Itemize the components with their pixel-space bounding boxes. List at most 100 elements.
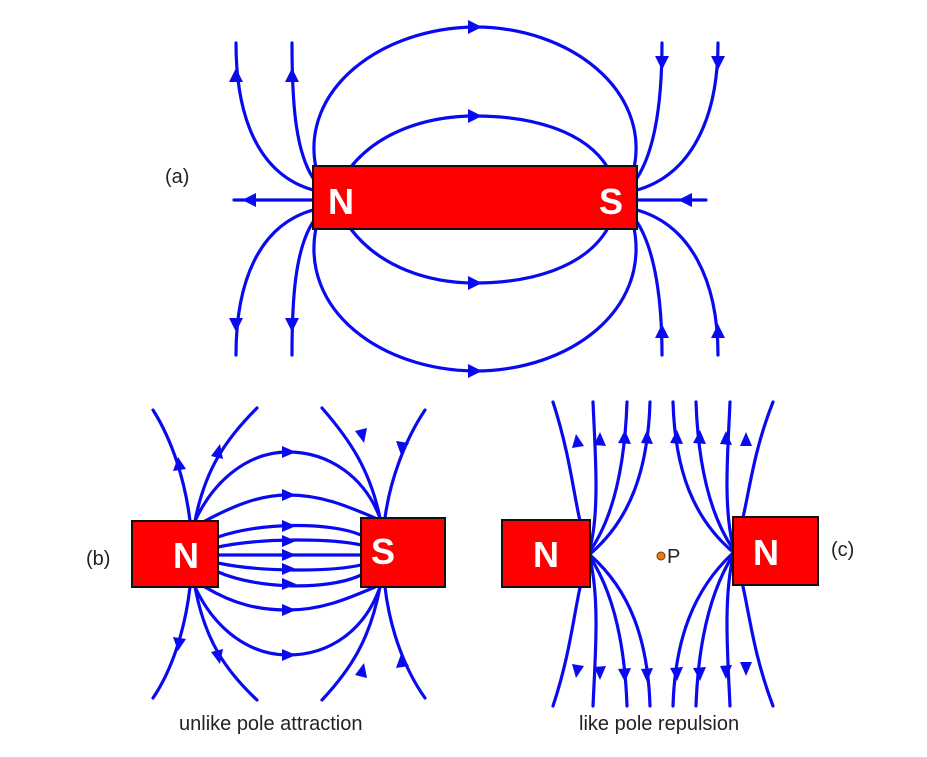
arrow-c-r-6 bbox=[720, 665, 732, 679]
field-line-c-r-8 bbox=[671, 551, 735, 708]
caption-unlike-pole-attraction: unlike pole attraction bbox=[179, 713, 362, 735]
arrow-b-6 bbox=[282, 563, 296, 575]
magnet-b-right bbox=[360, 517, 446, 588]
arrow-outer-bottom bbox=[468, 364, 482, 378]
arrow-b-n-2 bbox=[211, 444, 223, 459]
arrow-b-n-4 bbox=[211, 649, 223, 664]
field-line-c-l-4 bbox=[588, 400, 652, 556]
pole-label-s: S bbox=[599, 181, 623, 222]
panel-b-label: (b) bbox=[86, 548, 110, 570]
magnet-c-right bbox=[732, 516, 819, 586]
caption-like-pole-repulsion: like pole repulsion bbox=[579, 713, 739, 735]
arrow-right-down-1 bbox=[711, 56, 725, 70]
arrow-b-n-3 bbox=[173, 637, 186, 651]
arrow-right-down-2 bbox=[655, 56, 669, 70]
arrow-b-7 bbox=[282, 578, 296, 590]
arrow-c-r-2 bbox=[720, 431, 732, 445]
arrow-c-r-4 bbox=[670, 430, 683, 444]
arrow-right-up-1 bbox=[711, 324, 725, 338]
arrow-left-down-1 bbox=[229, 318, 243, 332]
field-line-b-n-out-1 bbox=[151, 408, 192, 523]
field-line-c-r-7 bbox=[694, 553, 735, 708]
panel-b: (b) bbox=[86, 406, 446, 735]
field-line-b-s-out-2 bbox=[320, 406, 382, 520]
field-line-inner-bottom bbox=[348, 226, 610, 285]
arrow-c-l-5 bbox=[572, 664, 584, 678]
arrow-c-l-1 bbox=[572, 434, 584, 448]
arrow-b-5 bbox=[282, 549, 296, 561]
field-line-c-l-2 bbox=[588, 400, 598, 550]
field-line-inner-top bbox=[348, 114, 610, 170]
pole-label-b-s: S bbox=[371, 531, 395, 572]
field-line-c-l-3 bbox=[588, 400, 629, 553]
arrow-b-s-2 bbox=[355, 428, 367, 443]
arrow-inner-top bbox=[468, 109, 482, 123]
arrow-c-l-3 bbox=[618, 430, 631, 444]
field-line-b-s-out-1 bbox=[383, 408, 427, 520]
field-line-c-r-6 bbox=[725, 555, 735, 708]
arrow-right-horizontal bbox=[678, 193, 692, 207]
field-line-right-upper-2 bbox=[635, 41, 664, 180]
pole-label-c-left-n: N bbox=[533, 534, 559, 575]
arrow-outer-top bbox=[468, 20, 482, 34]
arrow-c-r-5 bbox=[740, 662, 752, 676]
arrow-c-l-8 bbox=[641, 668, 653, 682]
field-line-left-upper-2 bbox=[290, 41, 315, 180]
arrow-left-horizontal bbox=[242, 193, 256, 207]
field-line-outer-bottom bbox=[312, 226, 638, 373]
magnet-c-left bbox=[501, 519, 591, 588]
field-line-b-arc-bot-1 bbox=[203, 585, 377, 612]
field-line-c-l-8 bbox=[588, 553, 652, 708]
panel-a: (a) N S bbox=[165, 20, 725, 378]
bar-magnet-a bbox=[312, 165, 638, 230]
arrow-b-4 bbox=[282, 535, 296, 547]
field-line-left-lower-1 bbox=[234, 208, 315, 357]
field-line-b-s-out-3 bbox=[383, 585, 427, 700]
arrow-c-l-4 bbox=[641, 430, 653, 444]
arrow-b-3 bbox=[282, 520, 296, 532]
field-line-b-n-out-3 bbox=[151, 585, 192, 700]
panel-c-label: (c) bbox=[831, 539, 854, 561]
field-line-left-lower-2 bbox=[290, 220, 315, 357]
field-line-c-r-4 bbox=[671, 400, 735, 554]
field-line-c-l-6 bbox=[588, 557, 598, 708]
arrow-left-down-2 bbox=[285, 318, 299, 332]
arrow-b-s-3 bbox=[396, 654, 409, 668]
field-line-b-mid-5 bbox=[216, 570, 363, 588]
field-line-left-upper-1 bbox=[234, 41, 315, 192]
field-line-right-lower-1 bbox=[635, 208, 720, 357]
panel-c: N N P (c) like pole repulsion bbox=[501, 400, 854, 735]
pole-label-n: N bbox=[328, 181, 354, 222]
arrow-c-r-8 bbox=[670, 667, 683, 681]
arrow-left-up-2 bbox=[285, 68, 299, 82]
pole-label-b-n: N bbox=[173, 535, 199, 576]
arrow-b-1 bbox=[282, 446, 296, 458]
panel-a-label: (a) bbox=[165, 166, 189, 188]
arrow-c-l-7 bbox=[618, 668, 631, 682]
field-line-b-s-out-4 bbox=[320, 585, 382, 702]
arrow-c-l-2 bbox=[594, 432, 606, 446]
arrow-right-up-2 bbox=[655, 324, 669, 338]
point-p-marker bbox=[656, 551, 666, 561]
field-line-c-l-7 bbox=[588, 555, 629, 708]
field-line-b-arc-top-1 bbox=[203, 493, 377, 523]
arrow-b-n-1 bbox=[173, 457, 186, 471]
arrow-b-9 bbox=[282, 649, 296, 661]
arrow-b-s-1 bbox=[396, 441, 409, 455]
pole-label-c-right-n: N bbox=[753, 532, 779, 573]
arrow-left-up-1 bbox=[229, 68, 243, 82]
arrow-b-2 bbox=[282, 489, 296, 501]
arrow-inner-bottom bbox=[468, 276, 482, 290]
arrow-b-8 bbox=[282, 604, 296, 616]
arrow-b-s-4 bbox=[355, 663, 367, 678]
arrow-c-l-6 bbox=[594, 666, 606, 680]
field-line-c-r-2 bbox=[725, 400, 735, 548]
field-line-c-r-3 bbox=[694, 400, 735, 551]
field-line-right-upper-1 bbox=[635, 41, 720, 192]
arrow-c-r-1 bbox=[740, 432, 752, 446]
point-p-label: P bbox=[667, 546, 680, 568]
arrow-c-r-3 bbox=[693, 430, 706, 444]
arrow-c-r-7 bbox=[693, 667, 706, 681]
